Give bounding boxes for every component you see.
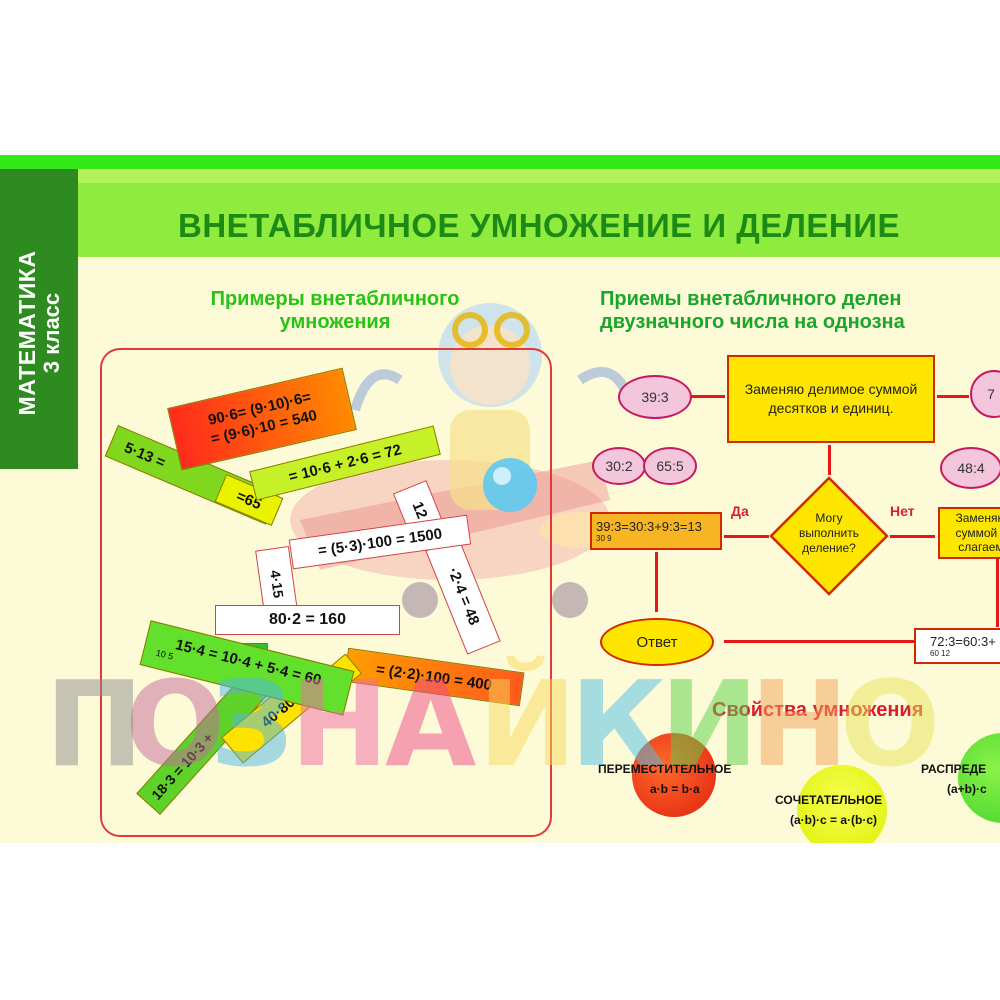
bubble-65-5-text: 65:5	[656, 458, 684, 474]
bubble-65-5: 65:5	[643, 447, 697, 485]
right-heading-line2: двузначного числа на однозна	[600, 311, 905, 333]
poster: МАТЕМАТИКА 3 класс ВНЕТАБЛИЧНОЕ УМНОЖЕНИ…	[0, 155, 1000, 843]
title-band	[78, 183, 1000, 257]
left-heading-line2: умножения	[279, 311, 391, 333]
poster-title: ВНЕТАБЛИЧНОЕ УМНОЖЕНИЕ И ДЕЛЕНИЕ	[177, 207, 900, 244]
commutative-label: ПЕРЕМЕСТИТЕЛЬНОЕ	[598, 762, 732, 776]
distributive-circle	[958, 733, 1000, 823]
associative-formula: (a·b)·c = a·(b·c)	[790, 813, 877, 827]
properties-title: Свойства умножения	[712, 699, 924, 721]
associative-circle	[797, 765, 887, 843]
associative-label: СОЧЕТАТЕЛЬНОЕ	[775, 793, 883, 807]
arrow-decision-to-yes	[724, 535, 769, 538]
decision-text: Могу выполнить деление?	[799, 511, 859, 555]
no-result-box: Заменяю суммой у слагаем	[938, 507, 1000, 559]
right-heading: Приемы внетабличного делен двузначного ч…	[600, 288, 1000, 334]
grade-label: 3 класс	[38, 292, 64, 374]
examples-frame	[100, 348, 552, 837]
strip-80x2: 80·2 = 160	[215, 605, 400, 635]
bubble-30-2: 30:2	[592, 447, 646, 485]
watermark-letter: О	[125, 655, 226, 793]
side-panel: МАТЕМАТИКА 3 класс	[0, 169, 78, 469]
distributive-formula: (a+b)·c	[947, 782, 987, 796]
example-72-3-text: 72:3=60:3+	[930, 634, 996, 649]
left-heading-line1: Примеры внетабличного	[210, 288, 460, 310]
bubble-7: 7	[970, 370, 1000, 418]
bubble-7-text: 7	[987, 386, 995, 402]
bubble-39-3: 39:3	[618, 375, 692, 419]
yes-result-box: 39:3=30:3+9:3=13 30 9	[590, 512, 722, 550]
watermark-letter: Н	[750, 655, 849, 793]
arrow-yes-to-answer	[655, 552, 658, 612]
bubble-48-4-text: 48:4	[957, 460, 985, 476]
answer-text: Ответ	[636, 633, 678, 651]
bubble-30-2-text: 30:2	[605, 458, 633, 474]
yes-result-text: 39:3=30:3+9:3=13	[596, 519, 702, 534]
watermark-letter: П	[45, 655, 144, 793]
arrow-example-to-answer	[724, 640, 914, 643]
replace-dividend-box: Заменяю делимое суммой десятков и единиц…	[727, 355, 935, 443]
right-heading-line1: Приемы внетабличного делен	[600, 288, 902, 310]
replace-dividend-text: Заменяю делимое суммой десятков и единиц…	[744, 381, 918, 416]
strip-5x13-text: 5·13 =	[121, 438, 169, 472]
arrow-box-to-decision	[828, 445, 831, 475]
left-heading: Примеры внетабличного умножения	[140, 288, 530, 334]
yes-result-small: 30 9	[596, 534, 612, 543]
yes-label: Да	[731, 503, 749, 519]
watermark-letter: И	[660, 655, 759, 793]
watermark-letter: К	[570, 655, 667, 793]
no-result-text: Заменяю суммой у слагаем	[955, 511, 1000, 555]
arrow-right-bubble-to-box	[937, 395, 969, 398]
no-label: Нет	[890, 503, 915, 519]
decision-diamond	[769, 476, 889, 596]
light-green-band	[0, 169, 1000, 183]
watermark-letter: О	[840, 655, 941, 793]
distributive-label: РАСПРЕДЕ	[921, 762, 987, 776]
watermark-letter: З	[210, 655, 294, 793]
subject-label: МАТЕМАТИКА	[14, 250, 41, 416]
example-72-3-small: 60 12	[930, 649, 951, 658]
watermark-letter: А	[385, 655, 477, 793]
side-label: МАТЕМАТИКА 3 класс	[0, 183, 78, 483]
arrow-bubble-to-box	[690, 395, 725, 398]
bubble-48-4: 48:4	[940, 447, 1000, 489]
arrow-no-to-example	[996, 559, 999, 627]
watermark-letter: Н	[290, 655, 389, 793]
arrow-decision-to-no	[890, 535, 935, 538]
bubble-39-3-text: 39:3	[641, 389, 669, 405]
commutative-formula: a·b = b·a	[650, 782, 700, 796]
answer-oval: Ответ	[600, 618, 714, 666]
strip-4x15-text: 4·15	[267, 569, 287, 599]
top-green-band	[0, 155, 1000, 169]
commutative-circle	[632, 733, 716, 817]
watermark-letter: Й	[478, 655, 577, 793]
strip-80x2-text: 80·2 = 160	[269, 611, 346, 628]
strip-12-text: 12	[407, 499, 431, 521]
example-72-3-box: 72:3=60:3+ 60 12	[914, 628, 1000, 664]
